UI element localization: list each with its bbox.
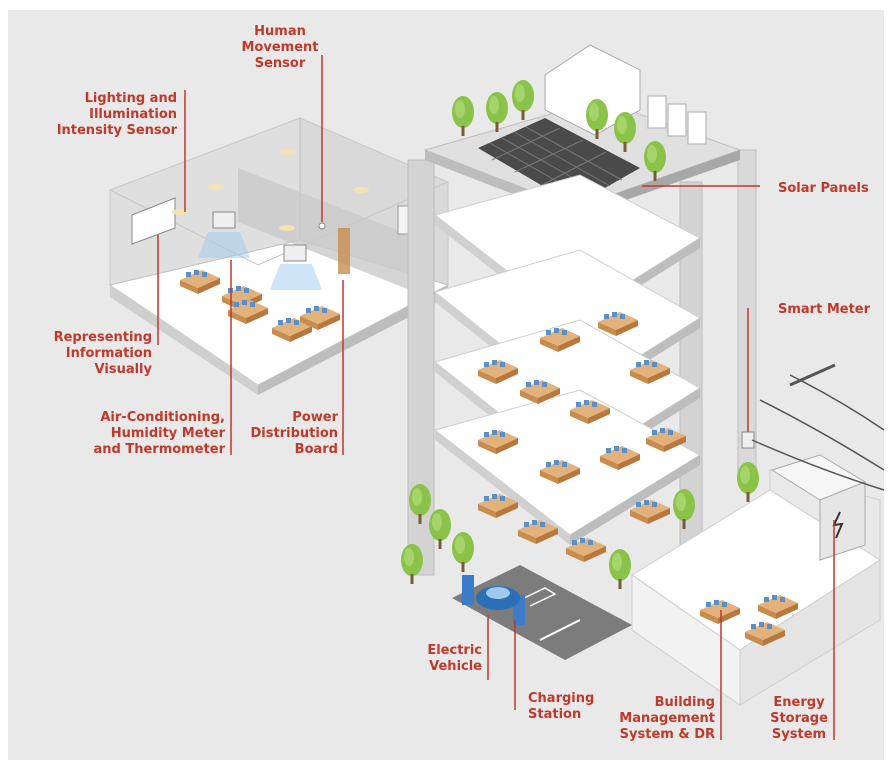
office-room (108, 117, 450, 395)
annex-building (631, 454, 881, 706)
building-management-system-label: Building Management System & DR (619, 695, 715, 742)
energy-storage-system-label: Energy Storage System (770, 695, 828, 742)
charging-station-shape (462, 575, 474, 605)
leader-lines (157, 55, 835, 740)
power-lines (741, 363, 885, 491)
solar-panels-label: Solar Panels (778, 181, 869, 196)
building-tower (407, 44, 757, 583)
power-distribution-board-label: Power Distribution Board (250, 410, 338, 457)
parking-area (452, 565, 632, 660)
movement-sensor-label: Human Movement Sensor (241, 24, 319, 71)
charging-station-label: Charging Station (528, 691, 595, 722)
solar-panel-array (478, 118, 640, 205)
smart-meter-label: Smart Meter (778, 302, 871, 317)
air-conditioning-label: Air-Conditioning, Humidity Meter and The… (93, 410, 226, 457)
electric-vehicle-label: Electric Vehicle (427, 643, 482, 674)
lighting-sensor-label: Lighting and Illumination Intensity Sens… (56, 91, 177, 138)
representing-information-label: Representing Information Visually (53, 330, 152, 377)
